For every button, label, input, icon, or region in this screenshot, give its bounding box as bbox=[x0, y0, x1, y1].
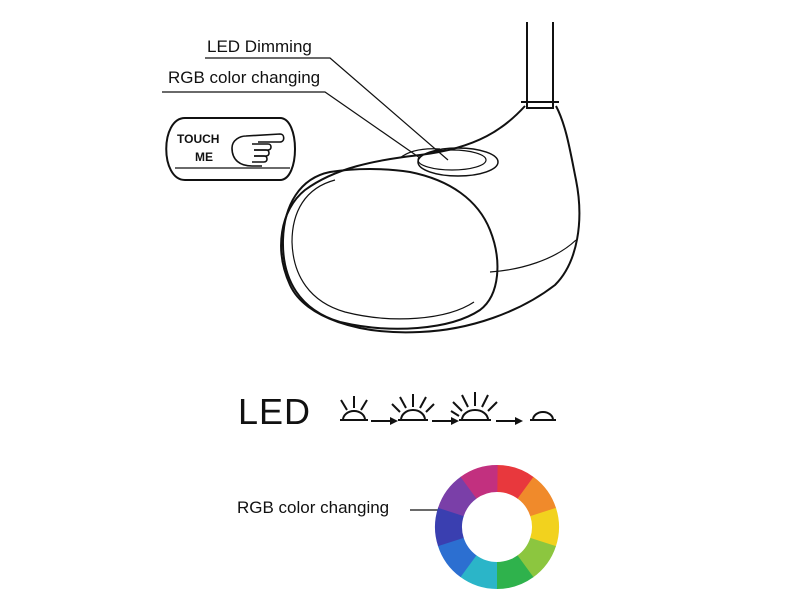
led-steps bbox=[340, 392, 556, 425]
label-led-dimming: LED Dimming bbox=[207, 37, 312, 56]
lamp-neck-collar bbox=[521, 101, 559, 109]
label-rgb-color-changing: RGB color changing bbox=[168, 68, 321, 87]
pointing-hand-icon bbox=[231, 133, 285, 167]
color-wheel-segment bbox=[437, 537, 477, 578]
lamp-head-outline bbox=[280, 105, 581, 334]
leader-rgb-top bbox=[162, 91, 421, 159]
led-heading: LED bbox=[238, 391, 312, 432]
touch-me-badge bbox=[165, 117, 296, 181]
lamp-neck bbox=[526, 22, 554, 103]
lamp-seam bbox=[489, 239, 577, 273]
arrow-right-icon bbox=[496, 417, 523, 425]
color-wheel-segment bbox=[496, 555, 534, 589]
leader-led-dimming bbox=[205, 57, 449, 161]
me-label: ME bbox=[195, 150, 213, 164]
touch-sensor-inner bbox=[417, 149, 487, 171]
touch-badge-outline bbox=[165, 117, 296, 181]
color-wheel-icon bbox=[434, 465, 559, 589]
lamp-off-icon bbox=[530, 411, 556, 421]
lamp-illustration bbox=[280, 22, 581, 334]
lamp-high-icon bbox=[450, 392, 498, 421]
color-wheel-segment bbox=[517, 476, 557, 517]
color-wheel-segment bbox=[517, 537, 556, 578]
rgb-wheel-label: RGB color changing bbox=[237, 498, 390, 517]
color-wheel-segment bbox=[530, 507, 559, 547]
lamp-low-icon bbox=[340, 396, 368, 421]
lamp-medium-icon bbox=[391, 394, 435, 421]
color-wheel-segment bbox=[438, 476, 477, 517]
touch-label: TOUCH bbox=[177, 132, 220, 146]
lamp-lens-inner bbox=[291, 179, 475, 320]
color-wheel-segment bbox=[497, 465, 534, 499]
leader-lines bbox=[162, 57, 464, 516]
lamp-front-lens bbox=[281, 168, 499, 330]
color-wheel-segment bbox=[460, 555, 497, 589]
arrow-right-icon bbox=[371, 417, 398, 425]
arrow-right-icon bbox=[432, 417, 459, 425]
touch-sensor-shadow bbox=[399, 148, 441, 159]
color-wheel-segment bbox=[460, 465, 498, 499]
color-wheel-segment bbox=[434, 507, 464, 547]
